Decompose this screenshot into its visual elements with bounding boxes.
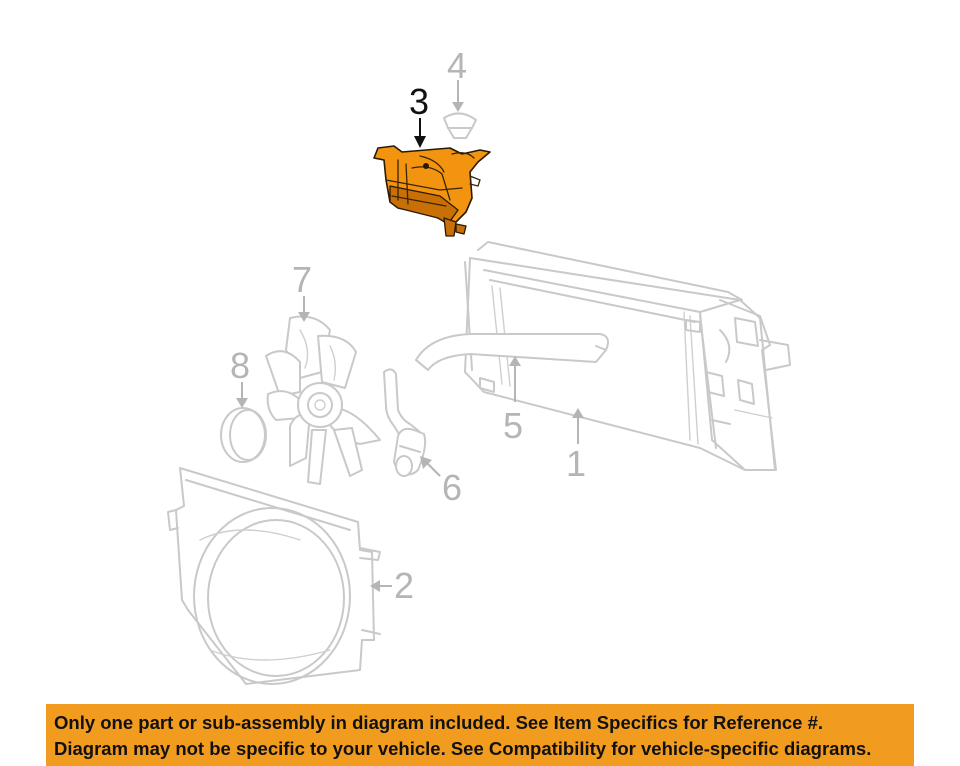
callout-1: 1 [566,443,586,484]
callout-4: 4 [447,45,467,86]
fan-shroud [167,467,381,685]
radiator [464,241,791,471]
disclaimer-line-2: Diagram may not be specific to your vehi… [54,738,872,759]
coolant-reservoir [373,145,491,237]
reservoir-cap [443,112,477,139]
callouts: 4 3 7 8 5 1 6 2 [230,45,586,606]
fan-clutch [220,407,267,463]
upper-radiator-hose [415,333,609,371]
callout-7: 7 [292,259,312,300]
fan-blade [265,315,381,485]
callout-6: 6 [442,467,462,508]
disclaimer-line-1: Only one part or sub-assembly in diagram… [54,712,824,733]
callout-5: 5 [503,405,523,446]
lower-hose [383,368,427,477]
callout-2: 2 [394,565,414,606]
callout-8: 8 [230,345,250,386]
disclaimer-banner: Only one part or sub-assembly in diagram… [46,704,914,766]
callout-3: 3 [409,81,429,122]
